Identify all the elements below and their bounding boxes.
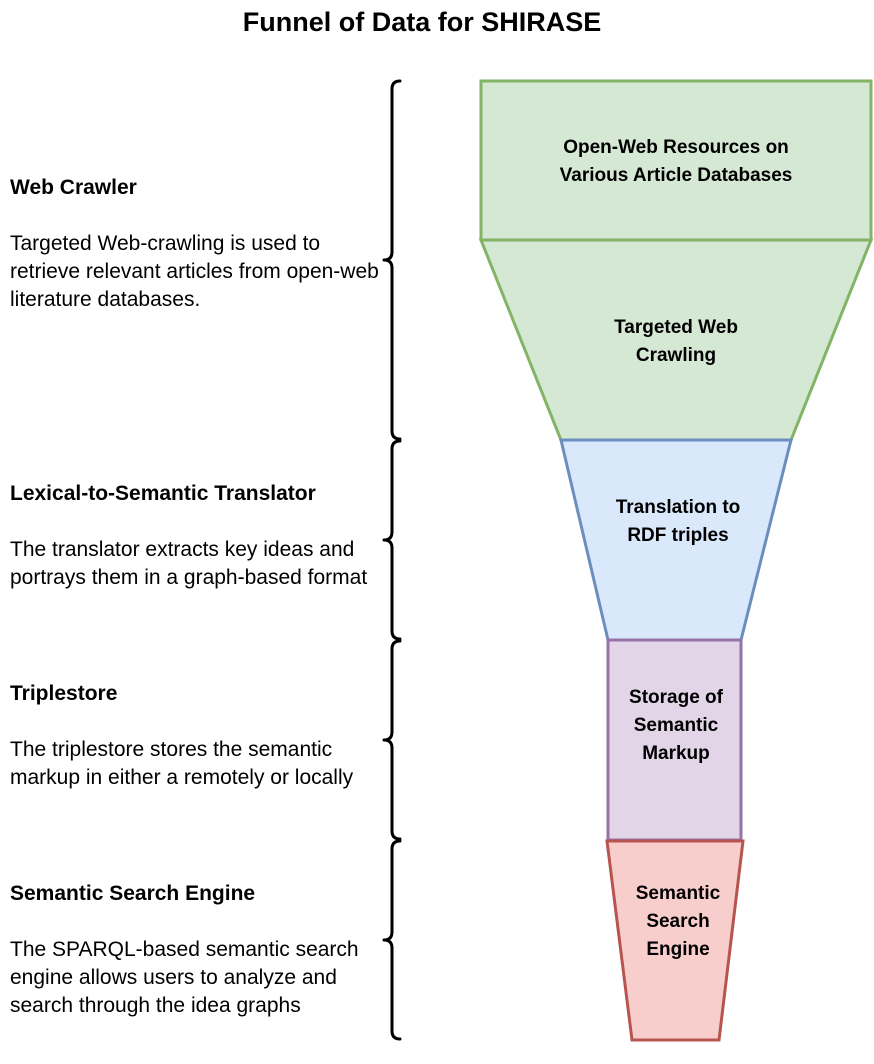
section-description: Targeted Web-crawling is used to retriev… [10, 232, 379, 311]
section-heading: Triplestore [10, 682, 118, 705]
section-heading: Lexical-to-Semantic Translator [10, 482, 316, 505]
stage-label-targeted-web-crawling: Targeted Web Crawling [614, 317, 738, 366]
brace-translator [382, 439, 402, 641]
brace-web-crawler [382, 79, 402, 441]
section-heading: Web Crawler [10, 176, 137, 199]
stage-shape-semantic-search-engine [605, 839, 745, 1042]
section-description: The translator extracts key ideas and po… [10, 538, 368, 589]
stage-label-semantic-search-engine: Semantic Search Engine [635, 883, 721, 960]
section-triplestore: Triplestore The triplestore stores the s… [10, 680, 382, 792]
section-description: The SPARQL-based semantic search engine … [10, 938, 359, 1017]
stage-label-open-web-resources: Open-Web Resources on Various Article Da… [559, 137, 793, 186]
stage-label-semantic-storage: Storage of Semantic Markup [629, 687, 723, 764]
stage-label-rdf-translation: Translation to RDF triples [615, 497, 741, 546]
section-description: The triplestore stores the semantic mark… [10, 738, 354, 789]
section-translator: Lexical-to-Semantic Translator The trans… [10, 480, 382, 592]
section-search-engine: Semantic Search Engine The SPARQL-based … [10, 880, 382, 1020]
section-web-crawler: Web Crawler Targeted Web-crawling is use… [10, 174, 382, 314]
section-heading: Semantic Search Engine [10, 882, 256, 905]
brace-search-engine [382, 839, 402, 1041]
diagram-title: Funnel of Data for SHIRASE [242, 7, 602, 37]
brace-triplestore [382, 639, 402, 841]
